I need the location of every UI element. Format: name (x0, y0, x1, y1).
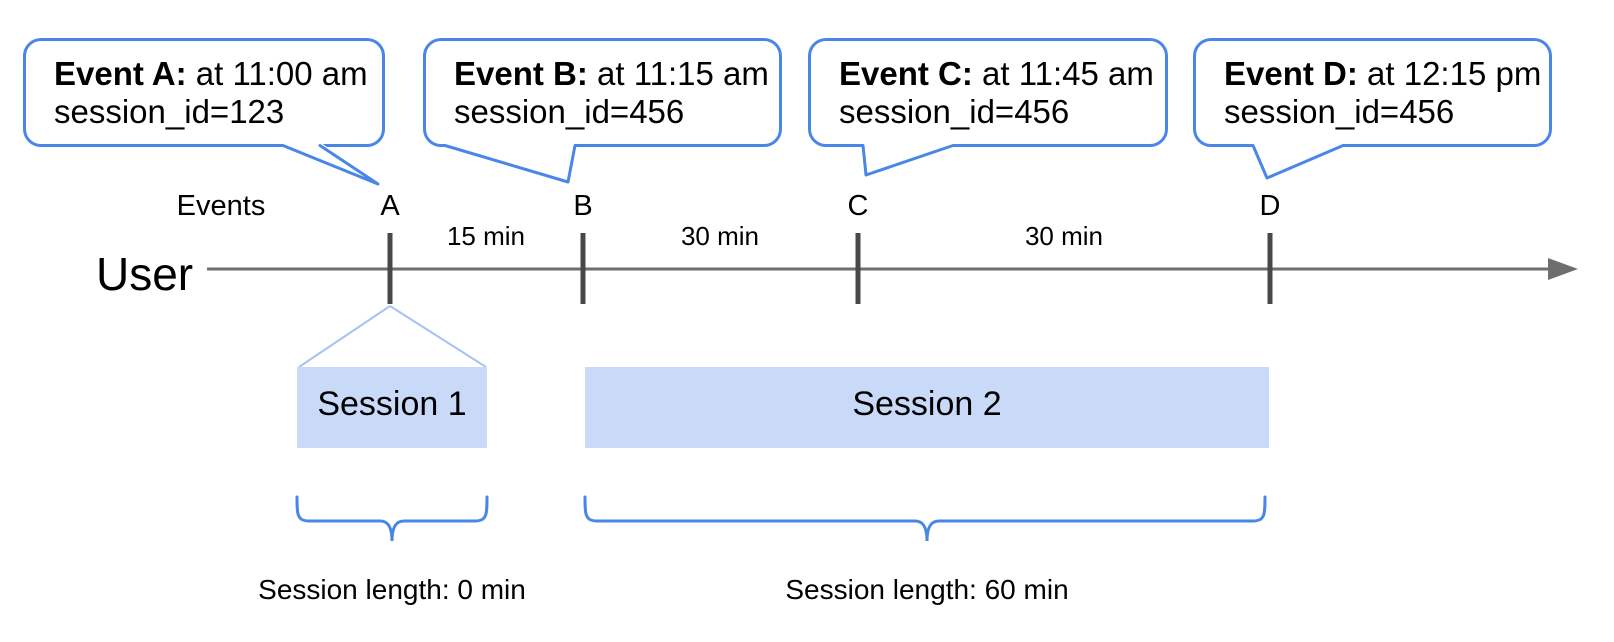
callout-event-c-time: at 11:45 am (972, 55, 1154, 92)
tail-b-outline (443, 144, 577, 184)
callout-event-b-session: session_id=456 (454, 93, 685, 130)
callout-event-a-title: Event A: (54, 55, 187, 92)
tail-c-outline (861, 144, 955, 177)
callout-event-c: Event C: at 11:45 am session_id=456 (808, 38, 1168, 147)
event-marker-c: C (847, 190, 869, 222)
interval-b-c-label: 30 min (680, 221, 760, 251)
session1-cone-left-line (298, 305, 391, 368)
callout-event-b: Event B: at 11:15 am session_id=456 (423, 38, 782, 147)
callout-event-a-text: Event A: at 11:00 am session_id=123 (54, 55, 368, 131)
tail-a-outline (281, 144, 380, 186)
tail-a-fill (283, 142, 378, 184)
callout-event-a-session: session_id=123 (54, 93, 285, 130)
session2-length-label: Session length: 60 min (785, 574, 1069, 605)
callout-event-d-time: at 12:15 pm (1357, 55, 1542, 92)
callout-tail-a (281, 142, 380, 186)
interval-a-b-label: 15 min (446, 221, 526, 251)
callout-event-d-session: session_id=456 (1224, 93, 1455, 130)
tail-d-fill (1253, 142, 1343, 178)
callout-event-d-text: Event D: at 12:15 pm session_id=456 (1224, 55, 1541, 131)
session2-brace (583, 495, 1267, 542)
callout-event-c-text: Event C: at 11:45 am session_id=456 (839, 55, 1154, 131)
interval-c-d-label: 30 min (1024, 221, 1104, 251)
callout-event-b-text: Event B: at 11:15 am session_id=456 (454, 55, 769, 131)
events-axis-label: Events (176, 190, 266, 222)
session2-label: Session 2 (852, 385, 1002, 423)
timeline-arrowhead (1548, 258, 1578, 280)
session1-label: Session 1 (317, 385, 467, 423)
session1-cone-right-line (389, 305, 487, 368)
tail-d-outline (1251, 144, 1345, 180)
callout-event-a: Event A: at 11:00 am session_id=123 (23, 38, 385, 147)
event-marker-b: B (573, 190, 593, 222)
session1-length-label: Session length: 0 min (258, 574, 526, 605)
callout-event-a-time: at 11:00 am (186, 55, 368, 92)
tail-b-fill (445, 142, 575, 182)
user-axis-label: User (96, 248, 194, 300)
callout-event-b-title: Event B: (454, 55, 588, 92)
callout-event-d: Event D: at 12:15 pm session_id=456 (1193, 38, 1552, 147)
callout-event-d-title: Event D: (1224, 55, 1358, 92)
callout-event-c-title: Event C: (839, 55, 973, 92)
session1-brace (295, 495, 489, 542)
event-marker-d: D (1259, 190, 1281, 222)
callout-event-c-session: session_id=456 (839, 93, 1070, 130)
callout-tail-d (1251, 142, 1345, 180)
callout-tail-b (443, 142, 577, 184)
event-marker-a: A (380, 190, 400, 222)
callout-event-b-time: at 11:15 am (587, 55, 769, 92)
